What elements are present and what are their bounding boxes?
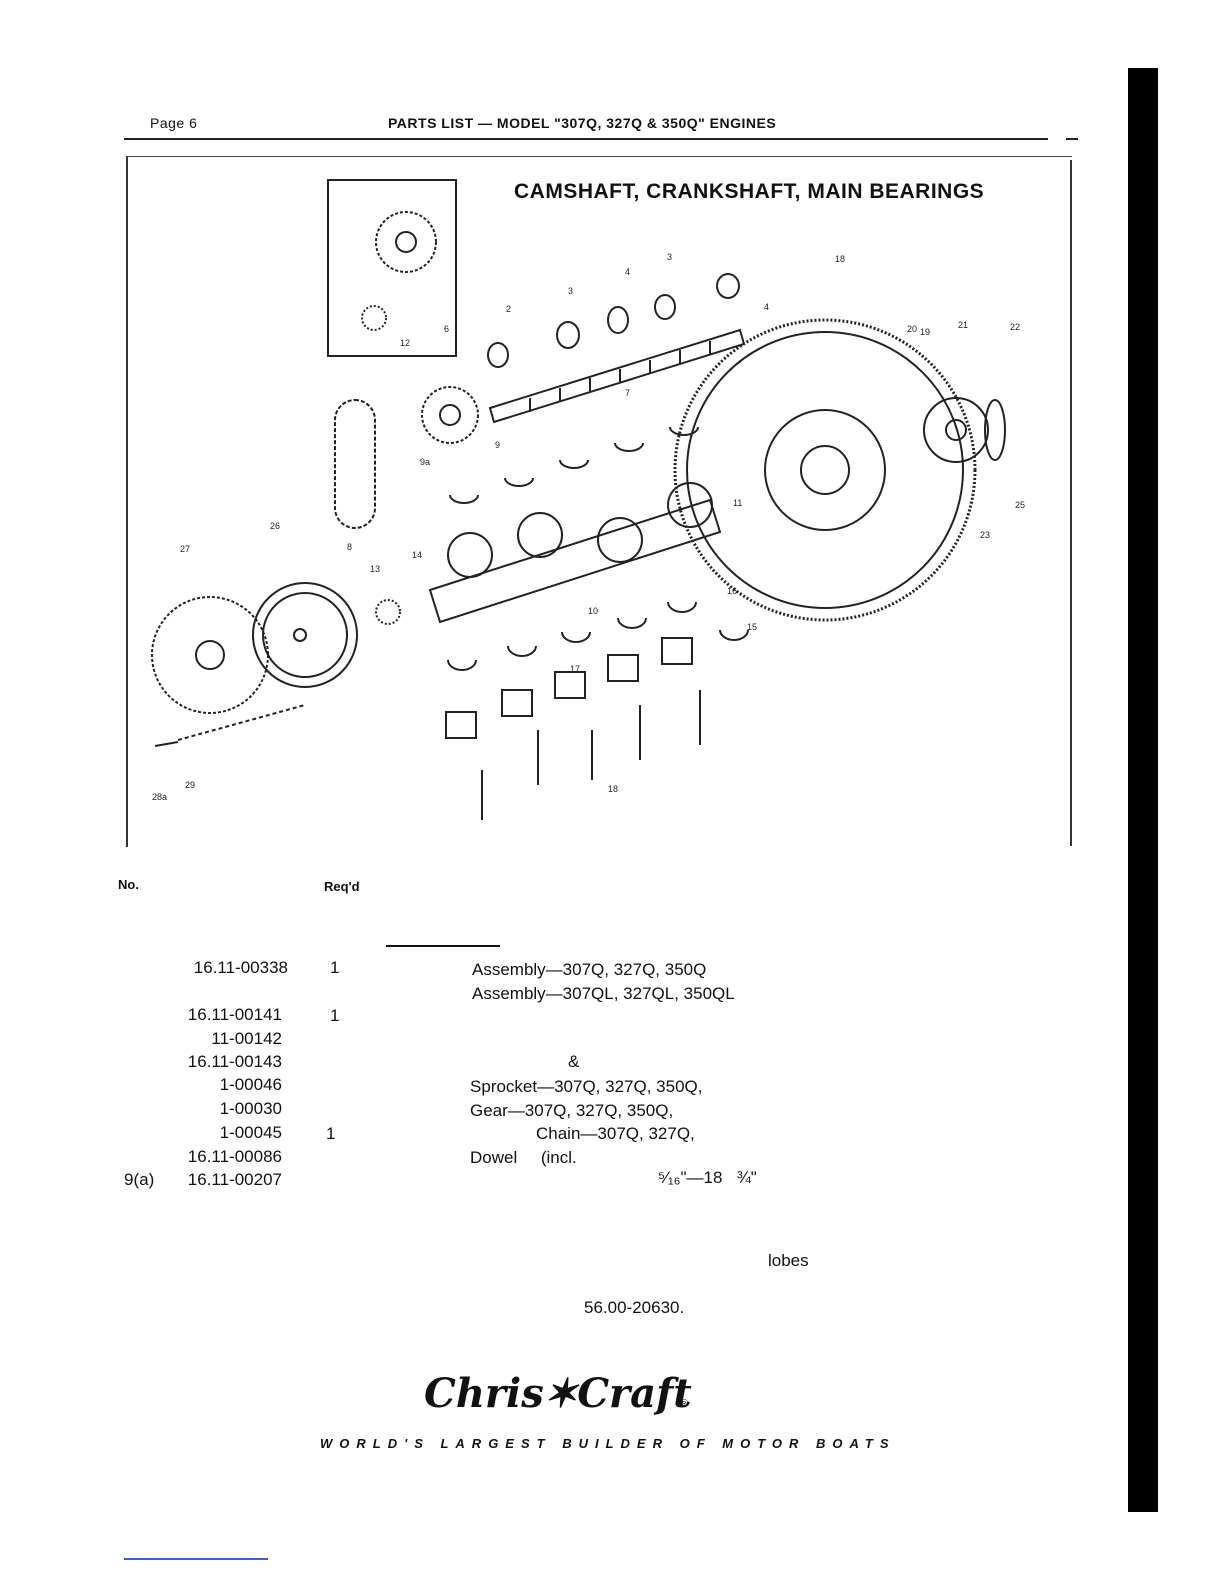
note-part-number: 56.00-20630. (584, 1298, 685, 1317)
qty: 1 (326, 1124, 336, 1143)
svg-text:23: 23 (980, 530, 990, 540)
svg-text:21: 21 (958, 320, 968, 330)
part-number: 16.11-00338 (193, 958, 288, 977)
svg-text:22: 22 (1010, 322, 1020, 332)
description: Dowel (incl. (470, 1148, 577, 1167)
scan-edge-shadow (1128, 68, 1158, 1512)
figure-frame-right (1070, 160, 1072, 846)
camshaft (488, 328, 746, 424)
svg-text:18: 18 (835, 254, 845, 264)
part-number: 16.11-00143 (187, 1052, 282, 1071)
inset-gear (375, 211, 437, 273)
footer-tagline: WORLD'S LARGEST BUILDER OF MOTOR BOATS (320, 1436, 896, 1451)
figure-frame (126, 156, 1072, 847)
page-number: Page 6 (150, 115, 198, 131)
svg-text:29: 29 (185, 780, 195, 790)
description: Chain—307Q, 327Q, (536, 1124, 695, 1143)
chris-craft-logo: Chris✶Craft (424, 1370, 692, 1417)
svg-text:7: 7 (625, 388, 630, 398)
page-header-title: PARTS LIST — MODEL "307Q, 327Q & 350Q" E… (388, 115, 777, 131)
description: Assembly—307Q, 327Q, 350Q (472, 960, 707, 979)
svg-text:11: 11 (733, 498, 742, 508)
svg-text:16: 16 (727, 586, 737, 596)
svg-text:9a: 9a (420, 457, 430, 467)
part-number: 1-00046 (219, 1075, 282, 1094)
qty: 1 (330, 958, 340, 977)
part-number: 11-00142 (211, 1029, 282, 1048)
section-rule (386, 945, 500, 947)
crank-sprocket (375, 599, 401, 625)
timing-chain (334, 399, 376, 529)
pressure-plate (262, 592, 348, 678)
header-rule (124, 138, 1048, 140)
description: ⁵⁄₁₆"—18 ¾" (658, 1168, 757, 1187)
description: Gear—307Q, 327Q, 350Q, (470, 1101, 674, 1120)
svg-text:4: 4 (625, 267, 630, 277)
svg-text:15: 15 (747, 622, 757, 632)
svg-text:14: 14 (412, 550, 422, 560)
registered-mark: ® (680, 1398, 689, 1410)
svg-text:26: 26 (270, 521, 280, 531)
description: & (568, 1052, 580, 1071)
ref-number: 9(a) (124, 1170, 155, 1189)
part-number: 16.11-00207 (187, 1170, 282, 1189)
header-rule-end (1066, 138, 1078, 140)
column-header-reqd: Req'd (324, 879, 360, 894)
part-number: 16.11-00086 (187, 1147, 282, 1166)
svg-text:20: 20 (907, 324, 917, 334)
inset-box (327, 179, 457, 357)
note-lobes: lobes (768, 1251, 809, 1270)
flywheel-ring-gear (673, 318, 977, 622)
svg-text:4: 4 (764, 302, 769, 312)
svg-text:10: 10 (588, 606, 598, 616)
part-number: 16.11-00141 (187, 1005, 282, 1024)
svg-text:9: 9 (495, 440, 500, 450)
column-header-no: No. (118, 877, 139, 892)
bottom-link-line (124, 1558, 268, 1560)
description: Sprocket—307Q, 327Q, 350Q, (470, 1077, 703, 1096)
part-number: 1-00030 (219, 1099, 282, 1118)
svg-text:2: 2 (506, 304, 511, 314)
part-number: 1-00045 (219, 1123, 282, 1142)
flywheel-hub (923, 397, 989, 463)
figure-title: CAMSHAFT, CRANKSHAFT, MAIN BEARINGS (514, 180, 985, 203)
svg-text:3: 3 (667, 252, 672, 262)
svg-text:25: 25 (1015, 500, 1025, 510)
svg-text:19: 19 (920, 327, 930, 337)
crankshaft (428, 498, 722, 624)
clutch-disc (151, 596, 269, 714)
svg-text:3: 3 (568, 286, 573, 296)
description: Assembly—307QL, 327QL, 350QL (472, 984, 735, 1003)
svg-text:6: 6 (444, 324, 449, 334)
svg-text:17: 17 (570, 664, 580, 674)
inset-sprocket (361, 305, 387, 331)
svg-text:13: 13 (370, 564, 380, 574)
svg-text:27: 27 (180, 544, 190, 554)
svg-text:28a: 28a (152, 792, 167, 802)
svg-text:18: 18 (608, 784, 618, 794)
qty: 1 (330, 1006, 340, 1025)
svg-text:8: 8 (347, 542, 352, 552)
svg-text:12: 12 (400, 338, 410, 348)
cam-gear (421, 386, 479, 444)
